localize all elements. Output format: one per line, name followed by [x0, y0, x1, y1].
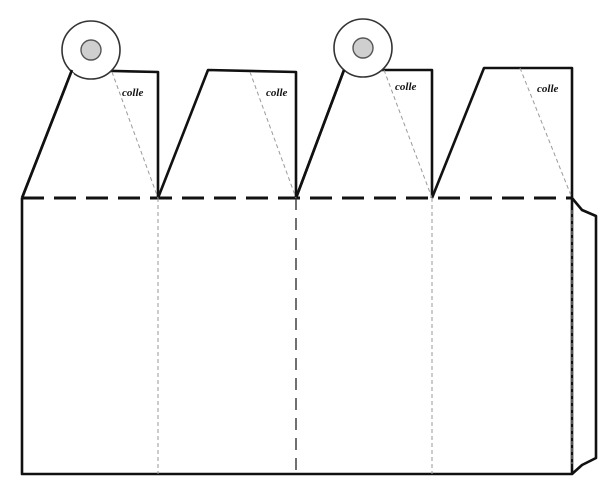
punch-hole-icon [352, 37, 374, 59]
punch-hole-icon [80, 39, 102, 61]
glue-tab-label-4: colle [537, 83, 558, 95]
glue-tab-label-2: colle [266, 87, 287, 99]
hanging-tag-2 [333, 18, 393, 78]
glue-tab-label-1: colle [122, 87, 143, 99]
flap-diagonal-fold-3 [383, 69, 433, 199]
flap-diagonal-fold-2 [249, 71, 297, 199]
body-outline [20, 198, 574, 476]
side-glue-flap [571, 197, 598, 475]
glue-tab-label-3: colle [395, 81, 416, 93]
flap-diagonal-fold-1 [111, 71, 159, 199]
flap-diagonal-fold-4 [519, 67, 573, 199]
top-flap-4 [430, 66, 574, 199]
top-flap-2 [156, 68, 298, 199]
hanging-tag-1 [61, 20, 121, 88]
